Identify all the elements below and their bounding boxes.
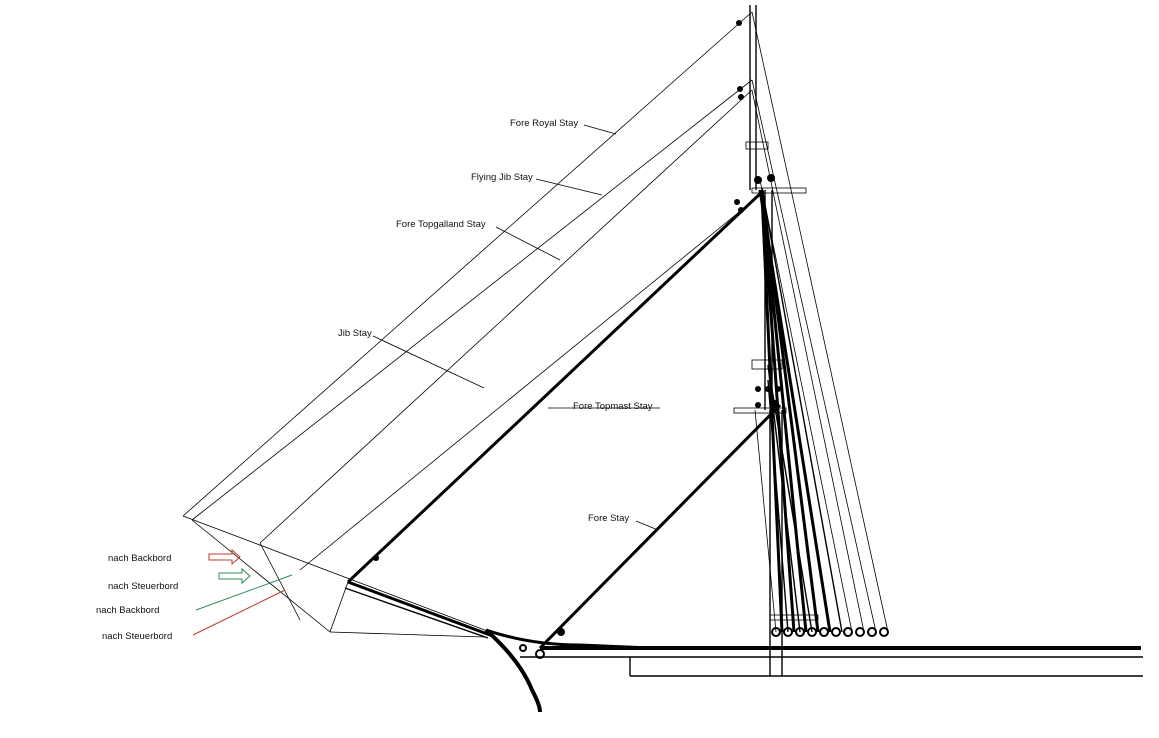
fore-royal-stay-line bbox=[182, 11, 753, 517]
stem-post bbox=[484, 628, 542, 713]
leader-lines bbox=[372, 124, 660, 531]
label-jib-stay: Jib Stay bbox=[338, 328, 372, 339]
bow-line bbox=[485, 628, 651, 650]
label-flying-jib-stay: Flying Jib Stay bbox=[471, 172, 533, 183]
deck bbox=[520, 646, 1143, 677]
stays bbox=[182, 11, 782, 650]
label-fore-topgalland-stay: Fore Topgalland Stay bbox=[396, 219, 486, 230]
green-arrow-icon bbox=[218, 567, 251, 585]
legend-steuerbord-label-2: nach Steuerbord bbox=[102, 631, 172, 642]
label-fore-topmast-stay: Fore Topmast Stay bbox=[573, 401, 653, 412]
fore-topmast-stay-line bbox=[346, 190, 764, 584]
label-fore-stay: Fore Stay bbox=[588, 513, 629, 524]
backstays bbox=[751, 11, 889, 633]
fore-topgalland-stay-line bbox=[259, 89, 753, 544]
bowsprit bbox=[182, 515, 491, 639]
fore-stay-line bbox=[538, 403, 782, 650]
label-fore-royal-stay: Fore Royal Stay bbox=[510, 118, 578, 129]
red-leader-line bbox=[192, 589, 286, 636]
deck-deadeyes bbox=[519, 627, 889, 659]
legend-steuerbord-label-1: nach Steuerbord bbox=[108, 581, 178, 592]
jib-stay-line bbox=[299, 194, 761, 571]
flying-jib-stay-line bbox=[191, 79, 753, 521]
green-leader-line bbox=[195, 574, 293, 611]
deadeyes bbox=[373, 20, 781, 636]
legend-backbord-label-2: nach Backbord bbox=[96, 605, 159, 616]
red-arrow-icon bbox=[208, 548, 241, 566]
legend-backbord-label-1: nach Backbord bbox=[108, 553, 171, 564]
